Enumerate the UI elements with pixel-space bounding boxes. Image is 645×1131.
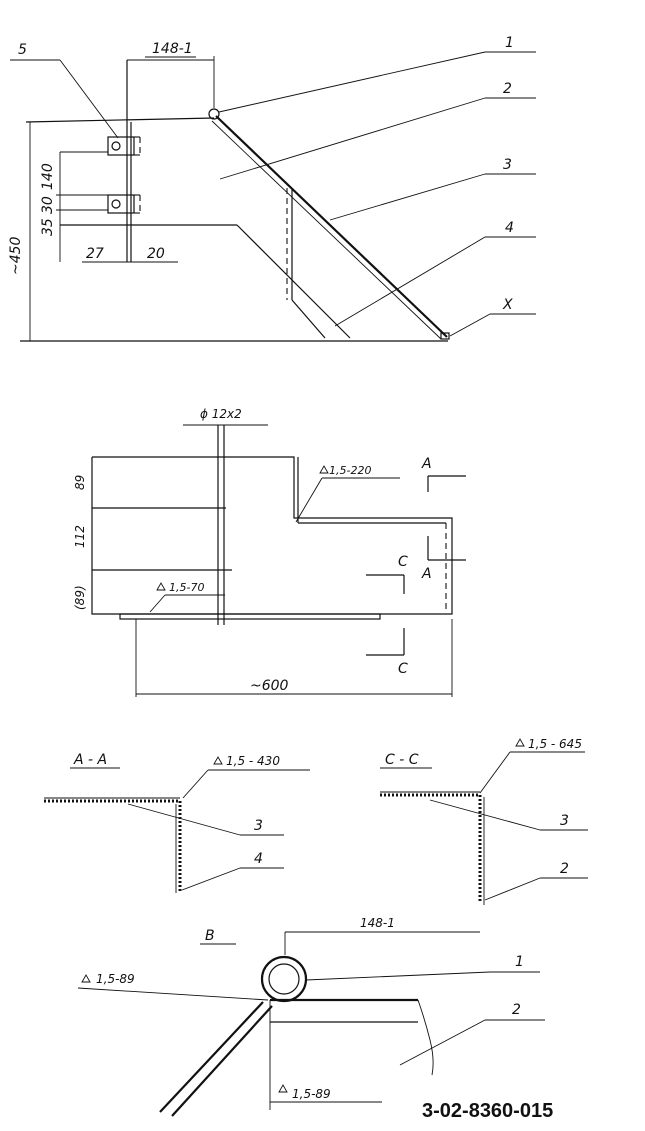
- weld-symbol-icon-aa: [213, 756, 223, 765]
- weld-89-left: 1,5-89: [96, 972, 135, 986]
- callout-4: 4: [505, 220, 514, 236]
- weld-symbol-icon-cc: [515, 738, 525, 747]
- dim-140: 140: [40, 163, 56, 190]
- section-a-bottom: A: [421, 566, 432, 582]
- weld-symbol-icon: [319, 465, 329, 474]
- detail-b: B 148-1 1 2 1,5-89 1,5-89: [77, 916, 545, 1117]
- section-aa: A - A 1,5 - 430 3 4: [44, 752, 310, 893]
- detail-b-title: B: [205, 928, 215, 944]
- callout-cc-3: 3: [560, 813, 569, 829]
- bracket-plate-upper: [107, 136, 135, 156]
- dim-148: 148-1: [152, 41, 193, 57]
- callout-b-1: 1: [515, 954, 524, 970]
- section-c-top: C: [398, 554, 408, 570]
- dim-30: 30: [40, 196, 56, 214]
- callout-cc-2: 2: [560, 861, 569, 877]
- callout-aa-3: 3: [254, 818, 263, 834]
- foot-x: [440, 332, 450, 340]
- bolt-hole-lower: [111, 199, 121, 209]
- section-aa-title: A - A: [73, 752, 107, 768]
- dim-89: 89: [73, 475, 87, 490]
- weld-symbol-icon-2: [156, 582, 166, 591]
- pivot-circle: [208, 108, 220, 120]
- callout-5: 5: [18, 42, 27, 58]
- document-code: 3-02-8360-015: [422, 1100, 553, 1122]
- callout-3: 3: [503, 157, 512, 173]
- weld-symbol-icon-b2: [278, 1084, 288, 1093]
- pipe-inner-circle: [268, 963, 300, 995]
- dim-89b: (89): [73, 585, 87, 610]
- callout-b-2: 2: [512, 1002, 521, 1018]
- bracket-plate-lower: [107, 194, 135, 214]
- callout-x: X: [502, 297, 513, 313]
- weld-symbol-icon-b1: [81, 974, 91, 983]
- dim-20: 20: [147, 246, 165, 262]
- section-a-top: A: [421, 456, 432, 472]
- callout-1: 1: [505, 35, 514, 51]
- bottom-strip: [119, 613, 381, 620]
- dim-112: 112: [73, 525, 87, 548]
- section-cc: C - C 1,5 - 645 3 2: [380, 737, 588, 905]
- weld-89-bottom: 1,5-89: [292, 1087, 331, 1101]
- bolt-hole-upper: [111, 141, 121, 151]
- dim-27: 27: [86, 246, 104, 262]
- weld-70: 1,5-70: [169, 581, 204, 594]
- view-plan: ϕ 12x2 ~600 89 112 (89) 1,5-220 1,5-70 A…: [73, 407, 466, 697]
- view-side-elevation: 148-1 ~450 140 30 35 27 20 5 1 2 3 4: [8, 35, 536, 342]
- pipe-spec: ϕ 12x2: [200, 407, 242, 421]
- weld-430: 1,5 - 430: [226, 754, 280, 768]
- dim-450: ~450: [8, 236, 24, 275]
- weld-220: 1,5-220: [329, 464, 371, 477]
- dim-35: 35: [40, 218, 56, 236]
- callout-2: 2: [503, 81, 512, 97]
- weld-645: 1,5 - 645: [528, 737, 582, 751]
- detail-b-dim: 148-1: [360, 916, 395, 930]
- dim-600: ~600: [250, 678, 289, 694]
- section-c-bottom: C: [398, 661, 408, 677]
- section-cc-title: C - C: [385, 752, 419, 768]
- callout-aa-4: 4: [254, 851, 263, 867]
